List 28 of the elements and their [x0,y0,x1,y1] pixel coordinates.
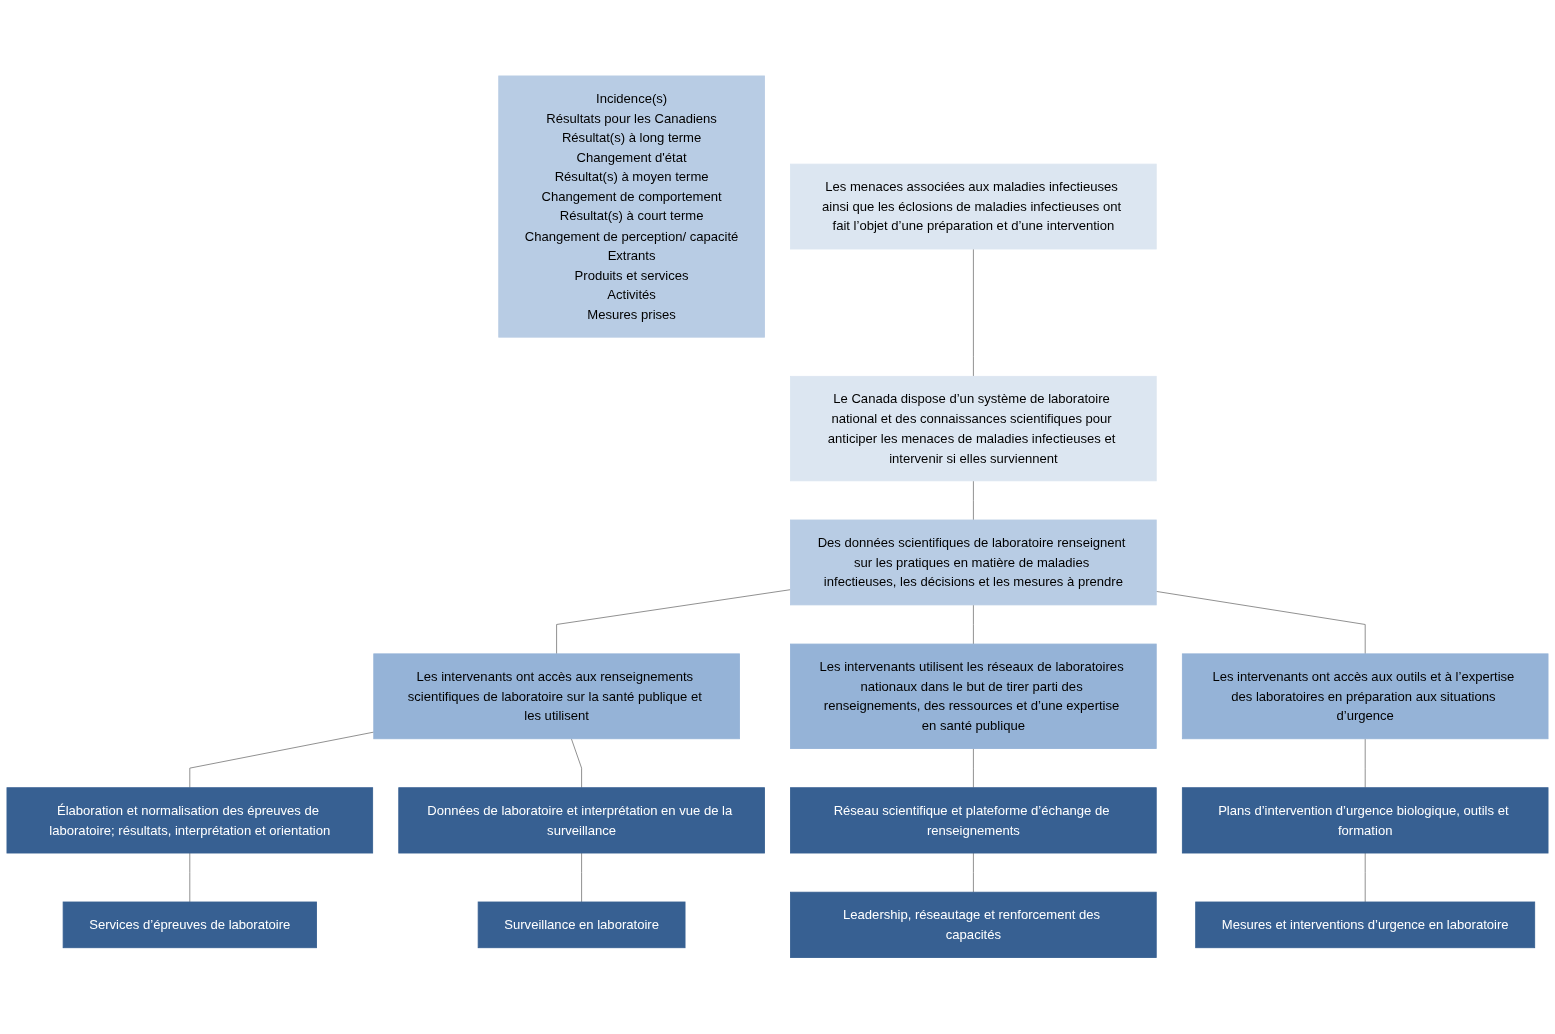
connector [581,852,583,903]
node-box: Les intervenants utilisent les réseaux de laboratoires nationaux dans le but de tirer parti des renseignements, des ressources et d’une expertise en santé publique [790,643,1157,750]
node-box: Réseau scientifique et plateforme d’échange de renseignements [790,787,1157,854]
connector [570,738,583,789]
node-box: Surveillance en laboratoire [477,901,686,949]
node-box: Le Canada dispose d’un système de laboratoire national et des connaissances scientifiques pour anticiper les menaces de maladies infectieuses et intervenir si elles surviennent [790,376,1157,482]
connector [972,480,974,521]
node-box: Les menaces associées aux maladies infectieuses ainsi que les éclosions de maladies infectieuses ont fait l’objet d’une préparation et d’une intervention [790,163,1157,250]
node-box: Mesures et interventions d’urgence en laboratoire [1195,901,1536,949]
node-box: Services d’épreuves de laboratoire [62,901,317,949]
connector [972,604,974,645]
node-box: Des données scientifiques de laboratoire renseignent sur les pratiques en matière de maladies infectieuses, les décisions et les mesures à prendre [790,519,1157,606]
node-box: Leadership, réseautage et renforcement des capacités [790,892,1157,959]
node-box: Données de laboratoire et interprétation en vue de la surveillance [398,787,765,854]
connector [972,748,974,789]
connector [1155,591,1366,655]
connector [972,248,974,378]
connector [189,852,191,903]
node-box: Les intervenants ont accès aux renseignements scientifiques de laboratoire sur la santé publique et les utilisent [373,653,740,740]
node-box: Élaboration et normalisation des épreuves de laboratoire; résultats, interprétation et orientation [6,787,374,854]
connector [1364,738,1366,789]
connector [1364,852,1366,903]
node-box: Plans d’intervention d’urgence biologique, outils et formation [1181,787,1549,854]
connector [972,852,974,893]
node-box: Incidence(s) Résultats pour les Canadiens Résultat(s) à long terme Changement d'état Résultat(s) à moyen terme Changement de comportement Résultat(s) à court terme Changement de perception/ capacité Extrants Produits et services Activités Mesures prises [498,75,765,338]
connector [189,731,375,789]
connector [556,589,791,655]
node-box: Les intervenants ont accès aux outils et à l’expertise des laboratoires en préparation aux situations d’urgence [1181,653,1549,740]
